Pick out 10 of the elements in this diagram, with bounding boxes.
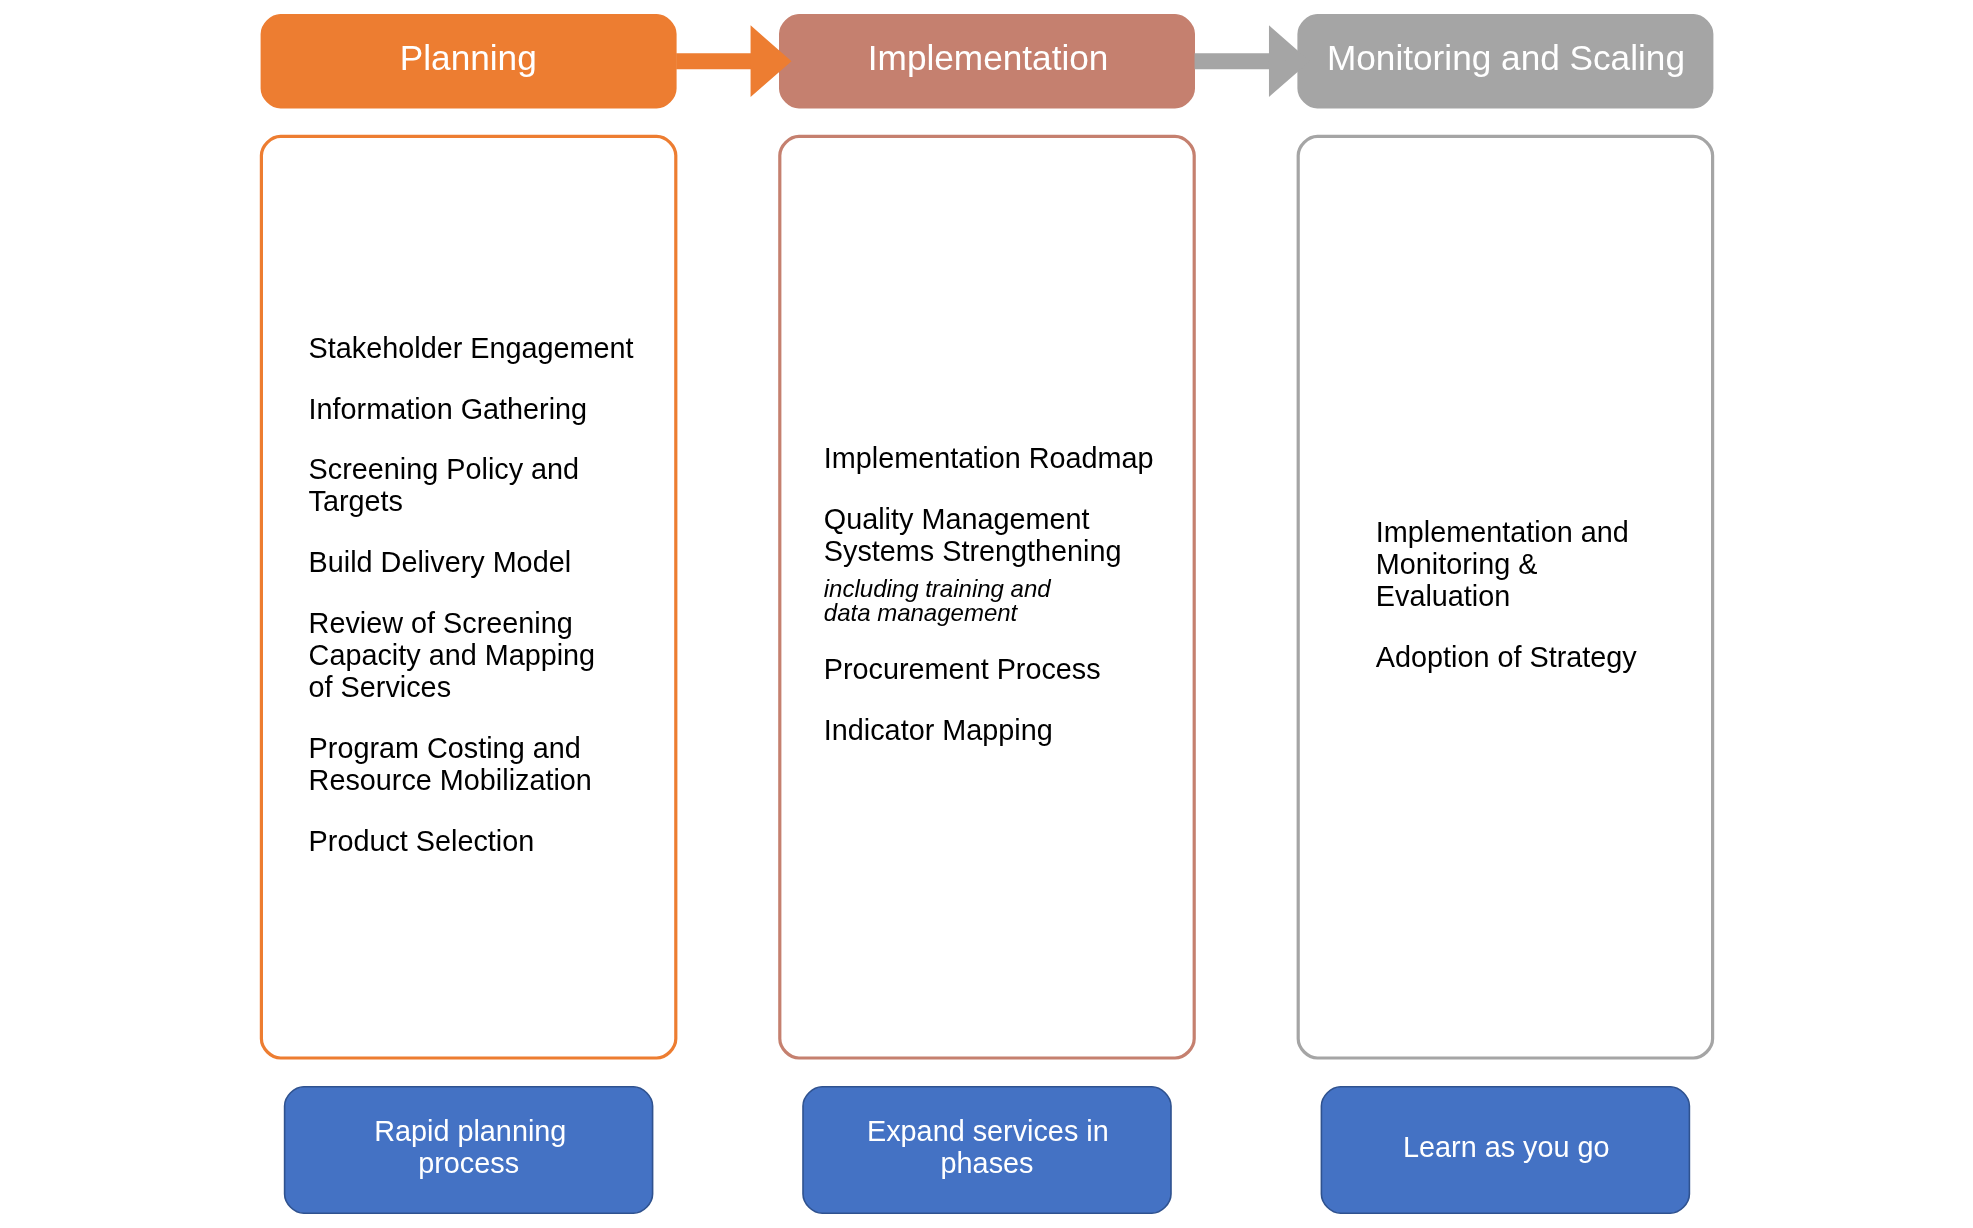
node-box: Rapid planning process (283, 1086, 653, 1214)
node-box: Learn as you go (1320, 1086, 1690, 1214)
node-box: Planning (260, 14, 677, 109)
node-box: Implementation (778, 14, 1195, 109)
node-box: Implementation Roadmap Quality Management Systems Strengthening including training and data management Procurement Process Indicator Mapping (777, 134, 1196, 1060)
node-box: Implementation and Monitoring & Evaluation Adoption of Strategy (1296, 134, 1714, 1060)
node-box: Expand services in phases (801, 1086, 1172, 1214)
node-box: Monitoring and Scaling (1296, 14, 1713, 109)
node-box: Stakeholder Engagement Information Gathering Screening Policy and Targets Build Delivery Model Review of Screening Capacity and Mapping of Services Program Costing and Resource Mobilization Product Selection (259, 134, 677, 1060)
arrow (675, 25, 791, 97)
